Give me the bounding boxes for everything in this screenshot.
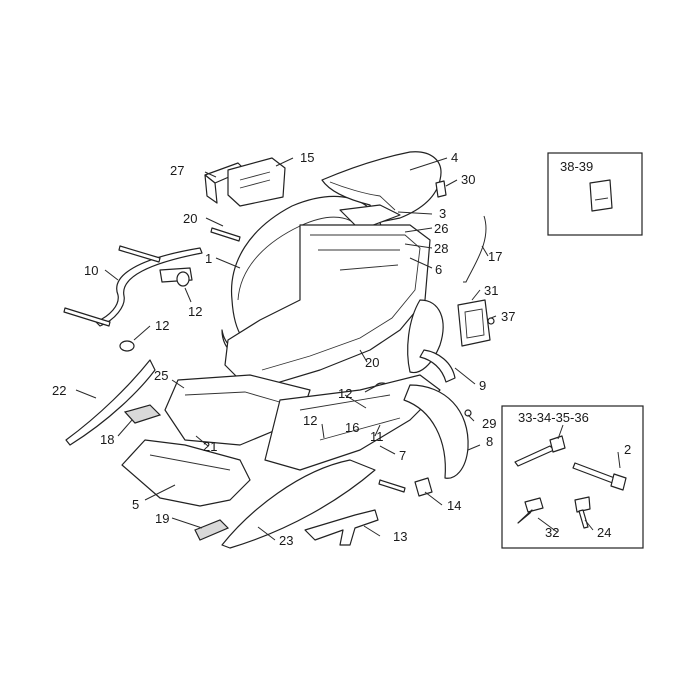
- callout-37: 37: [501, 309, 515, 324]
- callout-12-c: 12: [338, 386, 352, 401]
- inset-box-fasteners: [501, 405, 644, 549]
- callout-29: 29: [482, 416, 496, 431]
- callout-27: 27: [170, 163, 184, 178]
- bracket-19-part: [194, 519, 230, 541]
- callout-26: 26: [434, 221, 448, 236]
- bracket-31-part: [457, 299, 491, 347]
- callout-5: 5: [132, 497, 139, 512]
- callout-32: 32: [545, 525, 559, 540]
- side-strip-22-part: [65, 359, 156, 446]
- side-panel-23-part: [221, 459, 376, 549]
- callout-18: 18: [100, 432, 114, 447]
- bracket-18-part: [123, 404, 162, 424]
- cable-17-part: [463, 215, 487, 283]
- bolt-20-upper: [210, 227, 241, 242]
- callout-24: 24: [597, 525, 611, 540]
- callout-25: 25: [154, 368, 168, 383]
- callout-9: 9: [479, 378, 486, 393]
- callout-28: 28: [434, 241, 448, 256]
- callout-21: 21: [203, 439, 217, 454]
- rear-mudguard-part: [403, 349, 469, 479]
- callout-11: 11: [370, 429, 384, 444]
- callout-10: 10: [84, 263, 98, 278]
- clip-14-part: [414, 477, 433, 497]
- callout-22: 22: [52, 383, 66, 398]
- bracket-13-part: [304, 509, 379, 546]
- cap-30-part: [435, 180, 447, 198]
- callout-23: 23: [279, 533, 293, 548]
- lower-bolt-part: [378, 479, 406, 493]
- callout-33-36: 33-34-35-36: [518, 410, 589, 425]
- callout-31: 31: [484, 283, 498, 298]
- callout-19: 19: [155, 511, 169, 526]
- inset-part-38-39: [589, 179, 613, 212]
- callout-12-a: 12: [188, 304, 202, 319]
- callout-labels: 1 2 3 4 5 6 7 8 9 10 11 12 12 12 12 13 1…: [52, 150, 631, 548]
- callout-1: 1: [205, 251, 212, 266]
- callout-8: 8: [486, 434, 493, 449]
- callout-6: 6: [435, 262, 442, 277]
- callout-3: 3: [439, 206, 446, 221]
- screw-29-part: [464, 409, 472, 417]
- callout-13: 13: [393, 529, 407, 544]
- leg-shield-part: [121, 439, 251, 507]
- leader-lines: [75, 157, 621, 541]
- callout-38-39: 38-39: [560, 159, 593, 174]
- callout-30: 30: [461, 172, 475, 187]
- callout-16: 16: [345, 420, 359, 435]
- callout-7: 7: [399, 448, 406, 463]
- callout-12-d: 12: [303, 413, 317, 428]
- document-holder-part: [204, 157, 286, 207]
- callout-2: 2: [624, 442, 631, 457]
- inset-box-38-39: [547, 152, 643, 236]
- callout-17: 17: [488, 249, 502, 264]
- side-cover-part: [264, 374, 441, 471]
- callout-20-b: 20: [365, 355, 379, 370]
- callout-12-b: 12: [155, 318, 169, 333]
- nut-37-part: [487, 317, 495, 325]
- callout-4: 4: [451, 150, 458, 165]
- inset-fasteners: [514, 435, 627, 529]
- callout-14: 14: [447, 498, 461, 513]
- callout-20-a: 20: [183, 211, 197, 226]
- callout-15: 15: [300, 150, 314, 165]
